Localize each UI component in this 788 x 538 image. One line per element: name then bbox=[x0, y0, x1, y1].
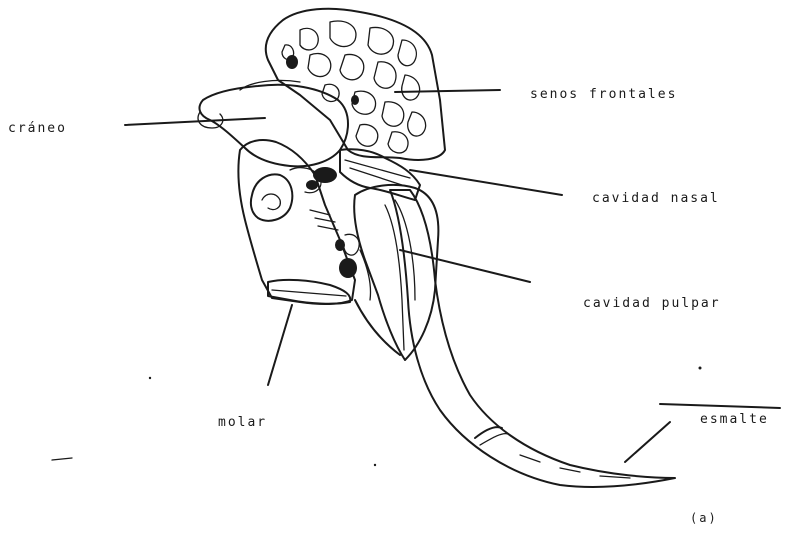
subfigure-label: (a) bbox=[690, 512, 718, 524]
leader-molar bbox=[268, 305, 292, 385]
leader-esmalte-top bbox=[660, 404, 780, 408]
leader-craneo bbox=[125, 118, 265, 125]
tusk-region bbox=[354, 185, 675, 487]
leader-senos-frontales bbox=[395, 90, 500, 92]
leader-cavidad-pulpar bbox=[400, 250, 530, 282]
label-craneo: cráneo bbox=[8, 122, 67, 135]
jaw-region bbox=[238, 140, 359, 304]
frontal-sinus-region bbox=[266, 9, 445, 160]
leader-esmalte-pointer bbox=[625, 422, 670, 462]
label-molar: molar bbox=[218, 416, 267, 429]
label-cavidad-nasal: cavidad nasal bbox=[592, 192, 720, 205]
label-senos-frontales: senos frontales bbox=[530, 88, 677, 101]
label-esmalte: esmalte bbox=[700, 413, 769, 426]
cranium-region bbox=[198, 80, 348, 166]
label-cavidad-pulpar: cavidad pulpar bbox=[583, 297, 721, 310]
leader-cavidad-nasal bbox=[410, 170, 562, 195]
